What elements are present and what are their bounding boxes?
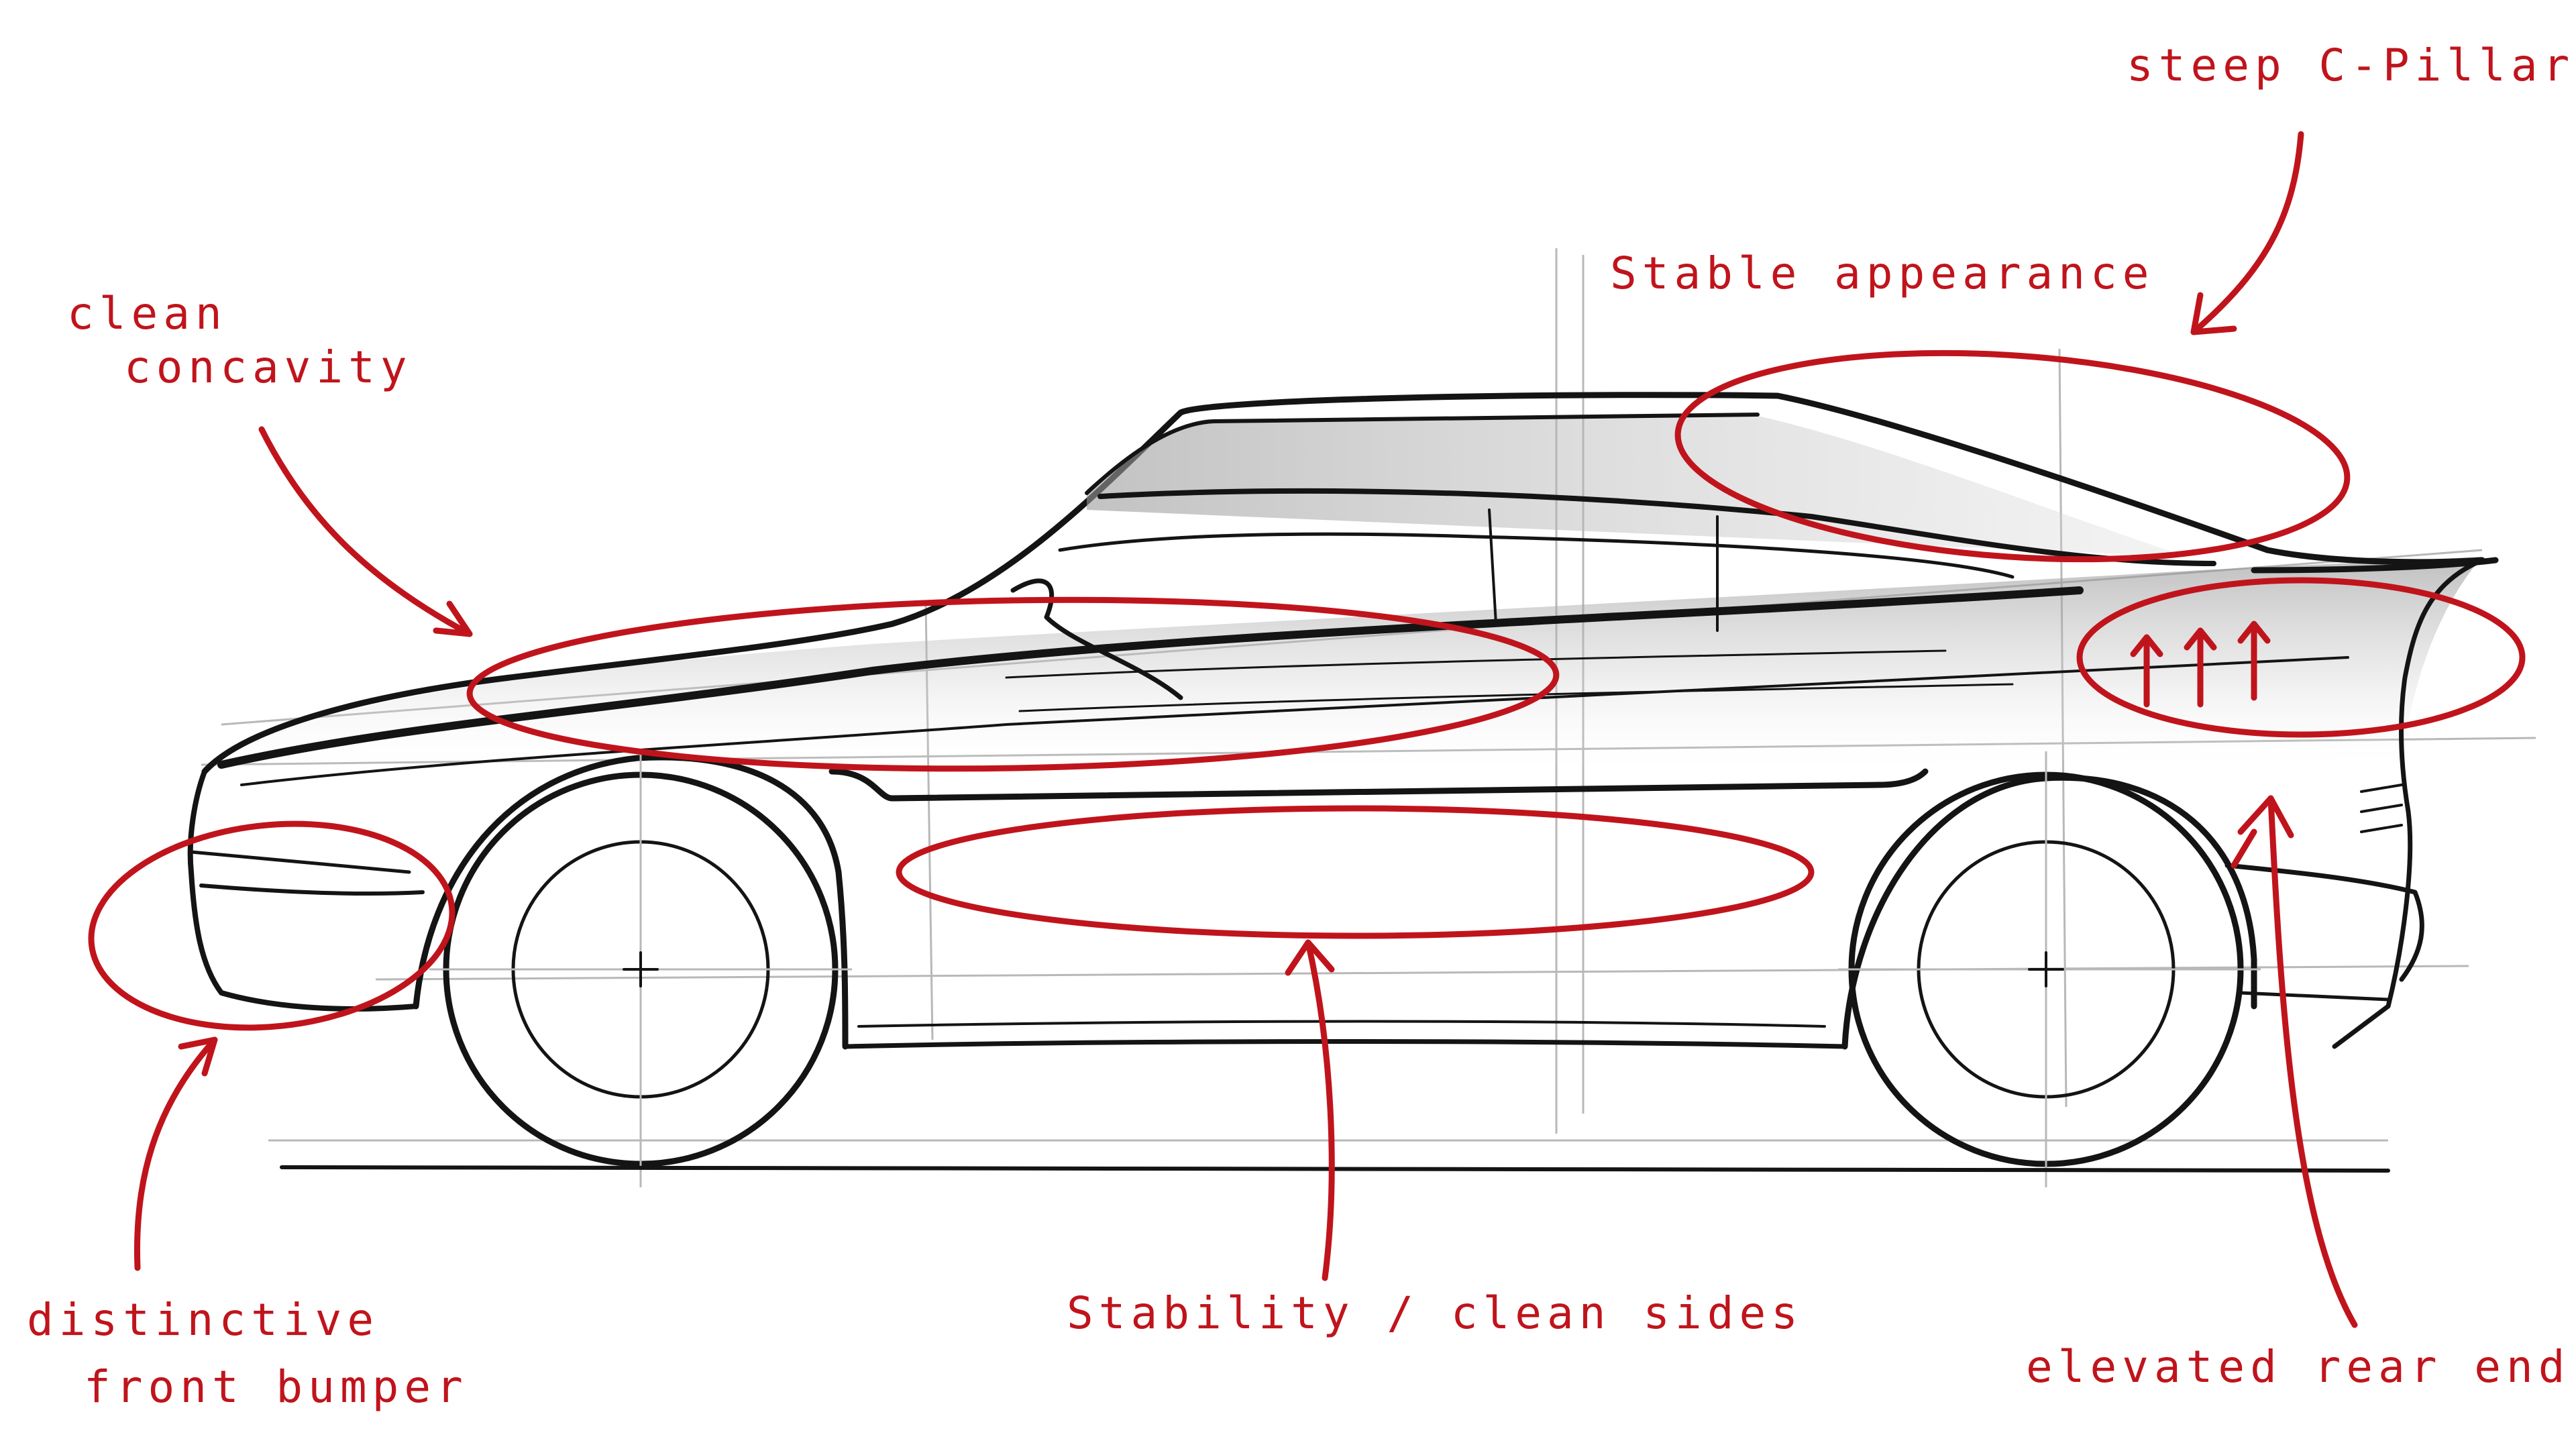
label-clean-concavity-1: clean [67,288,227,339]
label-distinctive-bumper-2: front bumper [84,1361,468,1413]
label-stability-sides: Stability / clean sides [1067,1287,1803,1339]
car-body [187,392,2499,1050]
annotation-arrows [134,131,2358,1328]
arrow-c-pillar [2190,131,2304,335]
rear-wheel [1838,751,2261,1187]
ellipse-concavity [466,596,1560,772]
arrow-sides [1305,939,1335,1281]
label-clean-concavity-2: concavity [124,341,413,393]
ellipse-rear-end [2076,577,2526,738]
arrow-bumper [134,1036,218,1271]
ellipse-sides [896,805,1815,939]
arrow-rear [2267,795,2358,1328]
window-glass [1087,416,2187,557]
label-stable-appearance: Stable appearance [1610,248,2155,299]
annotation-labels: steep C-Pillar Stable appearance clean c… [27,40,2575,1413]
label-distinctive-bumper-1: distinctive [27,1294,379,1346]
ellipse-c-pillar [1674,350,2351,563]
ground-line [280,1165,2390,1173]
label-steep-c-pillar: steep C-Pillar [2127,40,2575,91]
body-shading [228,557,2482,778]
annotation-ellipses [88,350,2526,1031]
arrow-concavity [258,426,473,637]
ellipse-bumper [88,820,455,1031]
label-elevated-rear: elevated rear end [2026,1341,2571,1393]
front-wheel [429,751,852,1187]
